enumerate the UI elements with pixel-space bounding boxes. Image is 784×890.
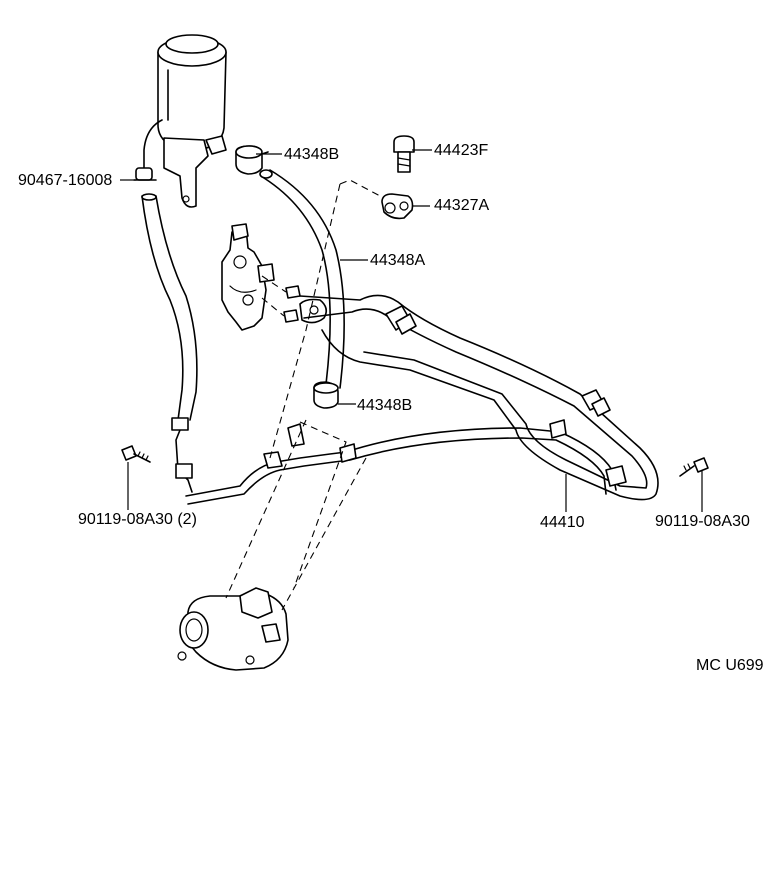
callout-90467-16008: 90467-16008 — [18, 172, 113, 189]
bolt-right — [679, 457, 709, 477]
callout-44348b-lower: 44348B — [357, 397, 413, 414]
gear-fittings — [261, 275, 328, 324]
callout-44410: 44410 — [540, 514, 585, 531]
callout-44327a: 44327A — [434, 197, 490, 214]
power-steering-pump — [177, 587, 289, 671]
diagram-code: MC U699 — [696, 657, 764, 674]
clamp-lower — [313, 381, 339, 409]
gasket — [381, 193, 414, 220]
bolt-left — [121, 445, 151, 463]
assembly-lines — [225, 179, 381, 611]
reservoir-tank — [143, 34, 227, 208]
gear-housing — [221, 223, 275, 331]
union-bolt — [393, 135, 415, 173]
callout-44348a: 44348A — [370, 252, 426, 269]
pressure-tube — [185, 294, 659, 505]
hose-clip-90467 — [133, 167, 157, 181]
callout-90119-08a30-left: 90119-08A30 (2) — [78, 511, 197, 528]
callout-44423f: 44423F — [434, 142, 489, 159]
leader-lines — [120, 149, 703, 512]
return-hose — [259, 169, 345, 389]
callout-90119-08a30-right: 90119-08A30 — [655, 513, 750, 530]
callout-44348b-upper: 44348B — [284, 146, 340, 163]
suction-hose — [141, 193, 198, 493]
